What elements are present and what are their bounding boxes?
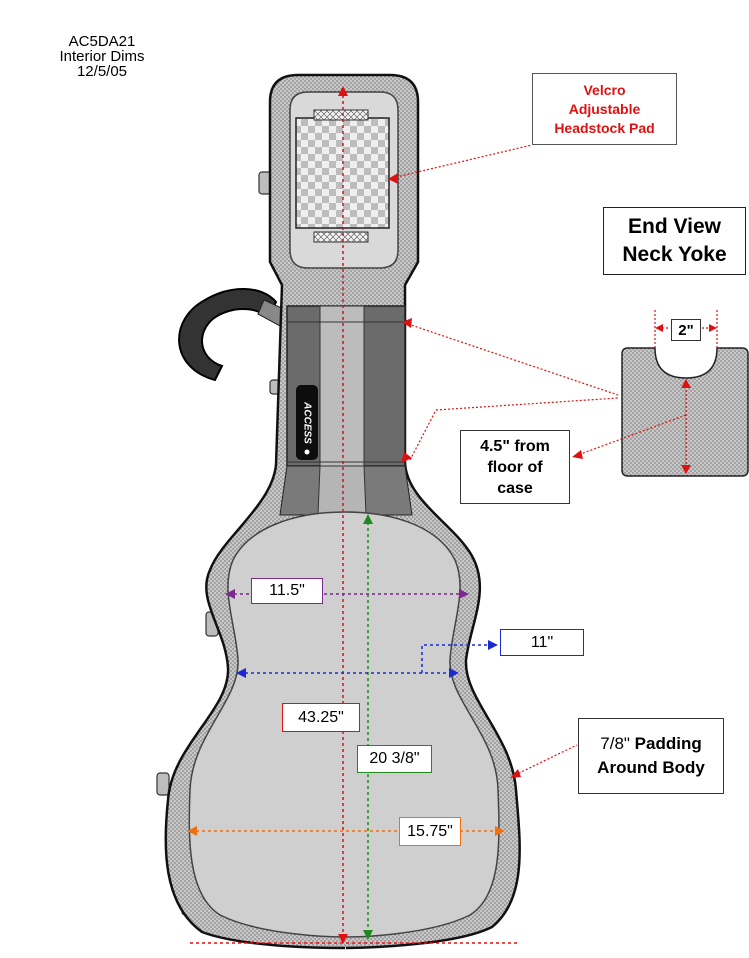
leader-lines xyxy=(391,144,619,776)
total-length-value: 43.25" xyxy=(298,708,344,726)
upper-bout-value: 11.5" xyxy=(269,582,305,599)
body-length-label: 20 3/8" xyxy=(357,745,432,773)
total-length-label: 43.25" xyxy=(282,703,360,732)
yoke-width-label: 2" xyxy=(671,319,701,341)
body-length-line xyxy=(363,514,373,940)
lower-bout-value: 15.75" xyxy=(407,822,453,840)
lower-bout-label: 15.75" xyxy=(399,817,461,846)
velcro-strip-top xyxy=(313,109,369,121)
padding-line-1: 7/8" Padding xyxy=(600,732,701,756)
neck-yoke-end-view xyxy=(572,310,749,477)
velcro-headstock-callout: Velcro Adjustable Headstock Pad xyxy=(532,73,677,145)
velcro-strip-bottom xyxy=(313,231,369,243)
lower-bout-line xyxy=(187,826,505,836)
upper-bout-label: 11.5" xyxy=(251,578,323,604)
brand-badge: ACCESS xyxy=(296,385,318,460)
waist-label: 11" xyxy=(500,629,584,656)
velcro-line-2: Adjustable xyxy=(568,100,641,117)
yoke-height-callout: 4.5" from floor of case xyxy=(460,430,570,504)
end-view-line-2: Neck Yoke xyxy=(622,243,727,266)
end-view-title: End View Neck Yoke xyxy=(603,207,746,275)
brand-logo: ACCESS xyxy=(301,401,312,444)
padding-word: Padding xyxy=(634,734,702,753)
padding-callout: 7/8" Padding Around Body xyxy=(578,718,724,794)
velcro-line-1: Velcro xyxy=(583,81,626,98)
padding-thickness: 7/8" xyxy=(600,734,630,753)
yoke-height-line-3: case xyxy=(497,479,533,497)
header-block: AC5DA21 Interior Dims 12/5/05 xyxy=(40,34,164,79)
yoke-width-value: 2" xyxy=(678,321,694,339)
yoke-height-line-1: 4.5" from xyxy=(480,437,550,455)
header-subtitle: Interior Dims xyxy=(59,48,145,65)
end-view-line-1: End View xyxy=(628,215,721,238)
padding-line-2: Around Body xyxy=(597,758,705,777)
carry-handle xyxy=(178,288,291,382)
model-number: AC5DA21 xyxy=(68,33,136,50)
body-length-value: 20 3/8" xyxy=(369,750,420,767)
waist-line xyxy=(236,640,498,678)
waist-value: 11" xyxy=(530,633,554,651)
header-date: 12/5/05 xyxy=(76,63,128,80)
yoke-height-line-2: floor of xyxy=(487,458,543,476)
length-dimension-line xyxy=(190,86,518,944)
velcro-line-3: Headstock Pad xyxy=(554,119,655,136)
